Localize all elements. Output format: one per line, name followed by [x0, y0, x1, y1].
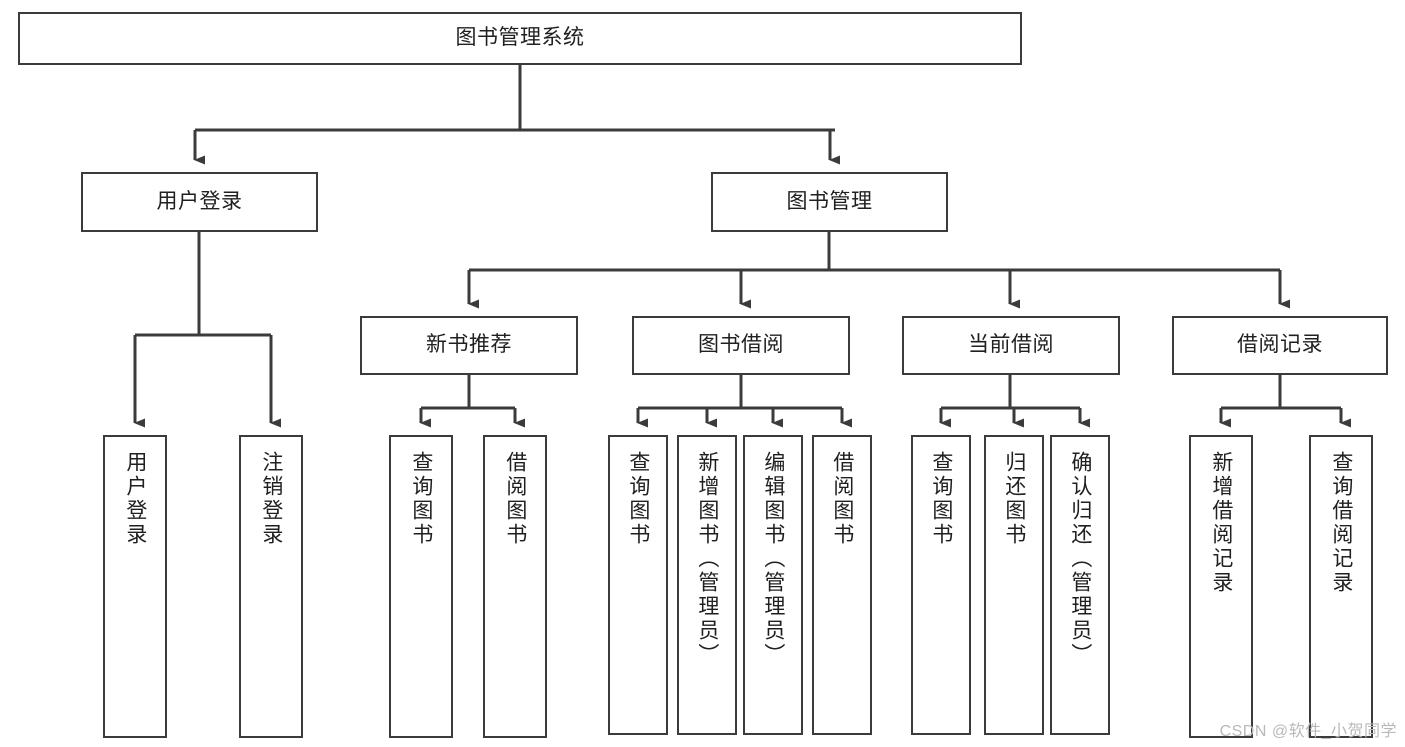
node-leaf-add-book-label: 新增图书（管理员） [695, 451, 719, 667]
node-leaf-return-book-label: 归还图书 [1002, 451, 1026, 547]
node-new-book-rec-label: 新书推荐 [426, 333, 512, 357]
node-leaf-return-book[interactable]: 归还图书 [984, 435, 1044, 735]
node-leaf-confirm-return[interactable]: 确认归还（管理员） [1050, 435, 1110, 735]
node-leaf-add-record[interactable]: 新增借阅记录 [1189, 435, 1253, 738]
node-leaf-user-login-label: 用户登录 [123, 451, 147, 547]
node-leaf-confirm-return-label: 确认归还（管理员） [1068, 451, 1092, 667]
node-leaf-edit-book[interactable]: 编辑图书（管理员） [743, 435, 803, 735]
node-leaf-query-record-label: 查询借阅记录 [1329, 451, 1353, 595]
node-book-borrow-label: 图书借阅 [698, 333, 784, 357]
node-leaf-borrow-book-2[interactable]: 借阅图书 [812, 435, 872, 735]
node-leaf-borrow-book-2-label: 借阅图书 [830, 451, 854, 547]
node-user-login[interactable]: 用户登录 [81, 172, 318, 232]
node-leaf-logout[interactable]: 注销登录 [239, 435, 303, 738]
node-leaf-query-book-2[interactable]: 查询图书 [608, 435, 668, 735]
node-borrow-record[interactable]: 借阅记录 [1172, 316, 1388, 375]
node-leaf-query-book-1[interactable]: 查询图书 [389, 435, 453, 738]
node-book-manage-label: 图书管理 [786, 189, 873, 213]
node-user-login-label: 用户登录 [156, 189, 243, 213]
node-leaf-borrow-book-1[interactable]: 借阅图书 [483, 435, 547, 738]
node-root-label: 图书管理系统 [455, 26, 585, 50]
node-leaf-query-book-3-label: 查询图书 [929, 451, 953, 547]
node-current-borrow[interactable]: 当前借阅 [902, 316, 1120, 375]
node-leaf-user-login[interactable]: 用户登录 [103, 435, 167, 738]
node-root[interactable]: 图书管理系统 [18, 12, 1022, 65]
node-leaf-edit-book-label: 编辑图书（管理员） [761, 451, 785, 667]
node-borrow-record-label: 借阅记录 [1237, 333, 1323, 357]
node-leaf-query-book-3[interactable]: 查询图书 [911, 435, 971, 735]
node-current-borrow-label: 当前借阅 [968, 333, 1054, 357]
node-leaf-query-book-1-label: 查询图书 [409, 451, 433, 547]
node-book-manage[interactable]: 图书管理 [711, 172, 948, 232]
node-leaf-query-record[interactable]: 查询借阅记录 [1309, 435, 1373, 738]
node-leaf-logout-label: 注销登录 [259, 451, 283, 547]
node-leaf-borrow-book-1-label: 借阅图书 [503, 451, 527, 547]
node-leaf-add-record-label: 新增借阅记录 [1209, 451, 1233, 595]
node-new-book-rec[interactable]: 新书推荐 [360, 316, 578, 375]
node-book-borrow[interactable]: 图书借阅 [632, 316, 850, 375]
node-leaf-add-book[interactable]: 新增图书（管理员） [677, 435, 737, 735]
node-leaf-query-book-2-label: 查询图书 [626, 451, 650, 547]
